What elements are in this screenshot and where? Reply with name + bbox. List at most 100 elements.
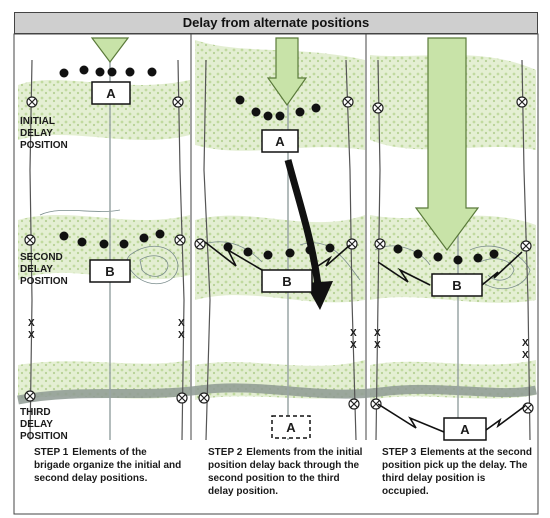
unit-dot [251, 107, 261, 117]
unit-box-step2-third [271, 415, 311, 439]
enemy-advance-arrows [90, 37, 480, 252]
unit-dot [59, 231, 69, 241]
boundary-marker-icon [24, 234, 36, 246]
advance-arrow-step1 [90, 37, 130, 63]
unit-label-step2-third: A [286, 420, 296, 435]
svg-text:X: X [374, 328, 381, 339]
unit-dot [155, 229, 165, 239]
unit-label-step3-second: B [452, 278, 461, 293]
unit-dot [99, 239, 109, 249]
boundary-marker-icon [26, 96, 38, 108]
unit-label-step2-initial: A [275, 134, 285, 149]
boundary-markers [24, 96, 534, 414]
step-1-head: STEP 1 [34, 447, 69, 458]
boundary-marker-icon [174, 234, 186, 246]
unit-dot [285, 248, 295, 258]
svg-text:X: X [28, 318, 35, 329]
boundary-marker-icon [370, 398, 382, 410]
boundary-marker-icon [372, 102, 384, 114]
third-label-2: DELAY [20, 419, 53, 430]
unit-dot [433, 252, 443, 262]
crossing-marks: XX XX XX XX XX [28, 318, 529, 361]
boundary-marker-icon [194, 238, 206, 250]
second-label-3: POSITION [20, 276, 68, 287]
unit-label-step2-second: B [282, 274, 291, 289]
step-3-head: STEP 3 [382, 447, 417, 458]
unit-box-step3-third [443, 417, 487, 441]
unit-dot [489, 249, 499, 259]
svg-text:X: X [28, 330, 35, 341]
unit-dot [325, 243, 335, 253]
second-label-2: DELAY [20, 264, 53, 275]
unit-box-step2-second [261, 269, 313, 293]
boundary-marker-icon [342, 96, 354, 108]
unit-label-step1-initial: A [106, 86, 116, 101]
third-label-1: THIRD [20, 407, 51, 418]
step-1-text: Elements of the brigade organize the ini… [34, 447, 182, 484]
unit-dot [59, 68, 69, 78]
boundary-marker-icon [346, 238, 358, 250]
boundary-marker-icon [522, 402, 534, 414]
unit-box-step2-initial [261, 129, 299, 153]
unit-positions [59, 65, 499, 265]
unit-dot [147, 67, 157, 77]
unit-dot [79, 65, 89, 75]
unit-dot [393, 244, 403, 254]
svg-text:X: X [350, 328, 357, 339]
communication-links [204, 241, 526, 433]
unit-dot [223, 242, 233, 252]
svg-text:X: X [522, 350, 529, 361]
step-2-head: STEP 2 [208, 447, 243, 458]
unit-label-step3-third: A [460, 422, 470, 437]
unit-dot [413, 249, 423, 259]
boundary-marker-icon [198, 392, 210, 404]
initial-label-2: DELAY [20, 128, 53, 139]
unit-dot [107, 67, 117, 77]
svg-text:X: X [350, 340, 357, 351]
unit-dot [263, 111, 273, 121]
boundary-marker-icon [374, 238, 386, 250]
svg-text:X: X [522, 338, 529, 349]
unit-dot [311, 103, 321, 113]
unit-dot [125, 67, 135, 77]
unit-dot [295, 107, 305, 117]
boundary-marker-icon [516, 96, 528, 108]
svg-text:X: X [178, 318, 185, 329]
unit-dot [453, 255, 463, 265]
panel-border [13, 33, 539, 515]
unit-dot [77, 237, 87, 247]
unit-boxes: A B A B A B A [89, 81, 487, 441]
unit-label-step1-second: B [105, 264, 114, 279]
road [17, 383, 537, 405]
unit-dot [263, 250, 273, 260]
position-labels: INITIAL DELAY POSITION SECOND DELAY POSI… [20, 116, 68, 442]
unit-dot [95, 67, 105, 77]
boundary-marker-icon [24, 390, 36, 402]
third-label-3: POSITION [20, 431, 68, 442]
step-2-text: Elements from the initial position delay… [208, 447, 363, 497]
unit-dot [275, 111, 285, 121]
initial-label-1: INITIAL [20, 116, 55, 127]
svg-text:X: X [178, 330, 185, 341]
boundary-marker-icon [520, 240, 532, 252]
unit-dot [139, 233, 149, 243]
boundary-marker-icon [348, 398, 360, 410]
unit-dot [235, 95, 245, 105]
step-3-text: Elements at the second position pick up … [382, 447, 532, 497]
advance-arrow-step3 [414, 37, 480, 252]
initial-label-3: POSITION [20, 140, 68, 151]
unit-box-step1-initial [91, 81, 131, 105]
unit-dot [119, 239, 129, 249]
unit-box-step3-second [431, 273, 483, 297]
unit-dot [473, 253, 483, 263]
boundary-marker-icon [172, 96, 184, 108]
advance-arrow-step2 [266, 37, 308, 107]
svg-text:X: X [374, 340, 381, 351]
unit-box-step1-second [89, 259, 131, 283]
second-label-1: SECOND [20, 252, 63, 263]
